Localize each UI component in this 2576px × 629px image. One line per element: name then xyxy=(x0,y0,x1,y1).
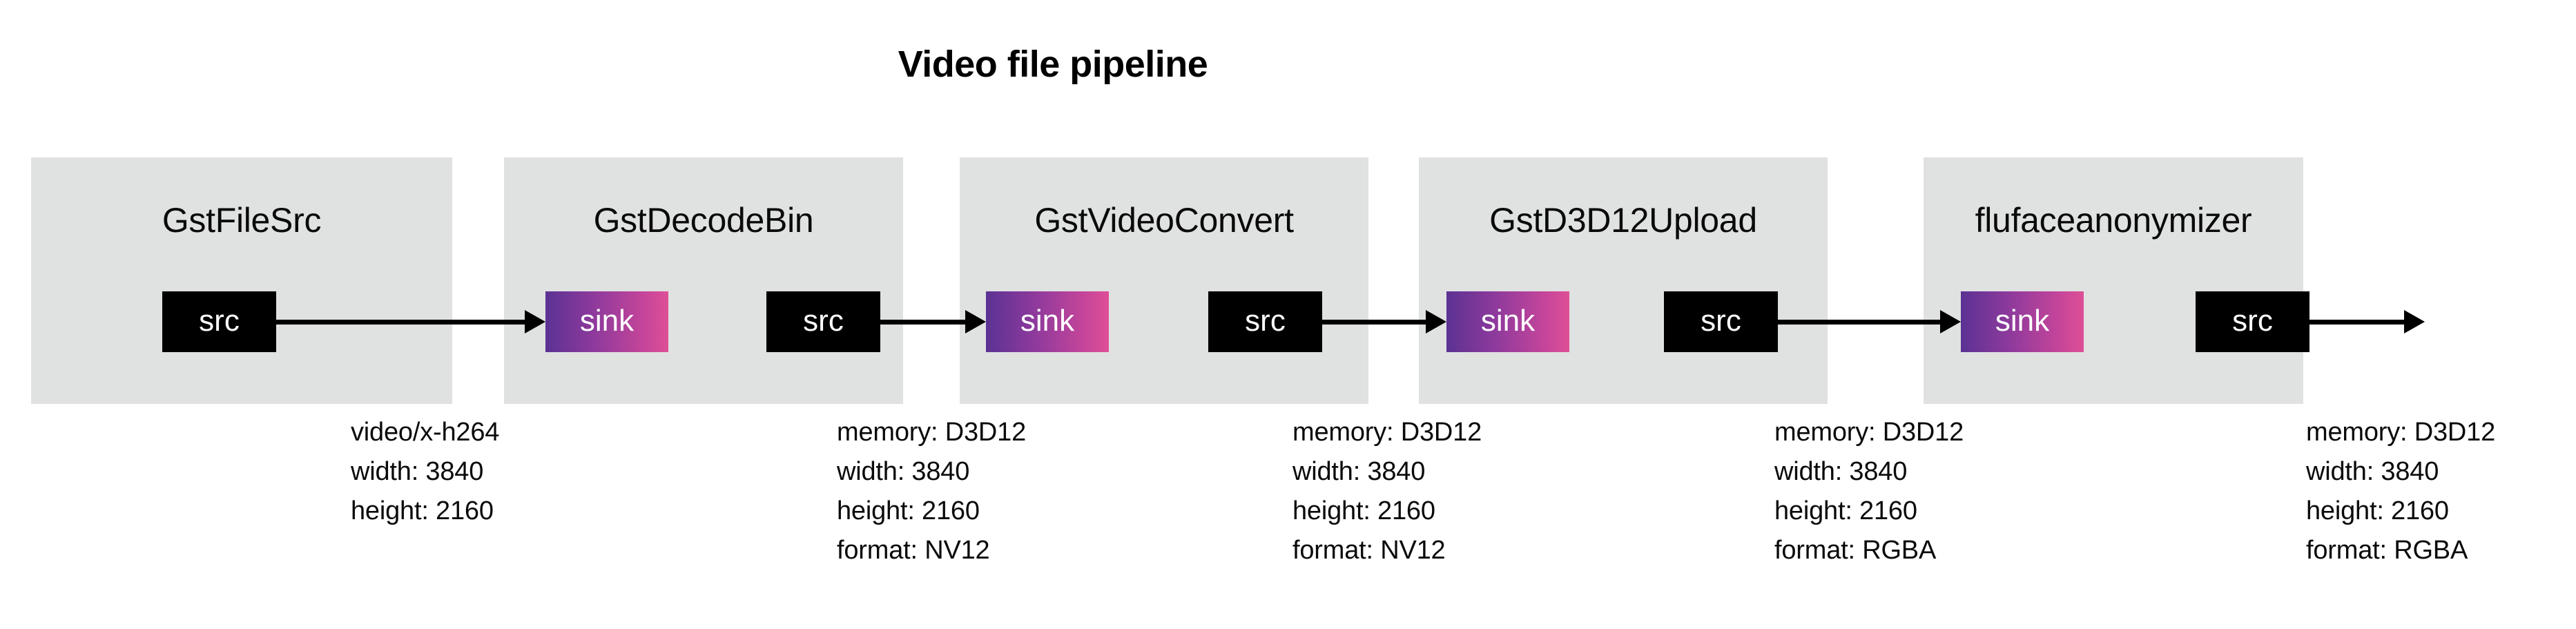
arrow-head-icon xyxy=(2404,310,2425,333)
src-pad[interactable]: src xyxy=(1208,291,1322,352)
caps-line: height: 2160 xyxy=(837,496,980,525)
page-title: Video file pipeline xyxy=(898,43,1208,85)
caps-line: width: 3840 xyxy=(1292,457,1426,486)
caps-line: format: NV12 xyxy=(837,536,990,565)
arrow-head-icon xyxy=(965,310,986,333)
caps-line: width: 3840 xyxy=(837,457,970,486)
sink-pad-label: sink xyxy=(579,304,635,338)
caps-line: memory: D3D12 xyxy=(2306,418,2496,447)
caps-caption-2: memory: D3D12 width: 3840 height: 2160 form… xyxy=(837,413,1026,570)
src-pad[interactable]: src xyxy=(2196,291,2309,352)
caps-line: video/x-h264 xyxy=(351,418,500,447)
caps-line: format: RGBA xyxy=(1774,536,1937,565)
sink-pad-label: sink xyxy=(1020,304,1075,338)
arrow-shaft xyxy=(2309,320,2407,325)
caps-line: memory: D3D12 xyxy=(837,418,1027,447)
element-box-gstd3d12upload[interactable]: GstD3D12Upload xyxy=(1419,157,1828,404)
element-title: GstDecodeBin xyxy=(593,201,814,240)
caps-line: memory: D3D12 xyxy=(1292,418,1482,447)
caps-line: height: 2160 xyxy=(351,496,494,525)
element-title: GstFileSrc xyxy=(162,201,322,240)
arrow-head-icon xyxy=(525,310,545,333)
sink-pad[interactable]: sink xyxy=(986,291,1109,352)
link-arrow-1 xyxy=(276,310,545,333)
caps-line: height: 2160 xyxy=(1774,496,1917,525)
src-pad-label: src xyxy=(199,304,240,338)
arrow-shaft xyxy=(880,320,968,325)
element-box-gstvideoconvert[interactable]: GstVideoConvert xyxy=(960,157,1368,404)
link-arrow-4 xyxy=(1778,310,1961,333)
arrow-head-icon xyxy=(1940,310,1961,333)
src-pad[interactable]: src xyxy=(1664,291,1778,352)
caps-line: height: 2160 xyxy=(2306,496,2449,525)
caps-line: format: RGBA xyxy=(2306,536,2468,565)
caps-line: height: 2160 xyxy=(1292,496,1435,525)
caps-line: width: 3840 xyxy=(1774,457,1908,486)
element-box-flufaceanonymizer[interactable]: flufaceanonymizer xyxy=(1924,157,2303,404)
sink-pad-label: sink xyxy=(1480,304,1536,338)
src-pad-label: src xyxy=(1245,304,1286,338)
element-box-gstfilesrc[interactable]: GstFileSrc xyxy=(31,157,452,404)
link-arrow-5 xyxy=(2309,310,2425,333)
caps-caption-3: memory: D3D12 width: 3840 height: 2160 form… xyxy=(1292,413,1482,570)
src-pad-label: src xyxy=(2232,304,2273,338)
arrow-head-icon xyxy=(1426,310,1446,333)
sink-pad[interactable]: sink xyxy=(1961,291,2084,352)
element-box-gstdecodebin[interactable]: GstDecodeBin xyxy=(504,157,903,404)
element-title: GstVideoConvert xyxy=(1034,201,1294,240)
src-pad-label: src xyxy=(1701,304,1741,338)
link-arrow-3 xyxy=(1322,310,1446,333)
link-arrow-2 xyxy=(880,310,986,333)
sink-pad-label: sink xyxy=(1995,304,2050,338)
arrow-shaft xyxy=(1322,320,1429,325)
arrow-shaft xyxy=(1778,320,1943,325)
caps-line: format: NV12 xyxy=(1292,536,1446,565)
src-pad-label: src xyxy=(803,304,844,338)
caps-caption-1: video/x-h264 width: 3840 height: 2160 xyxy=(351,413,499,531)
sink-pad[interactable]: sink xyxy=(1446,291,1569,352)
caps-line: width: 3840 xyxy=(351,457,484,486)
caps-caption-4: memory: D3D12 width: 3840 height: 2160 form… xyxy=(1774,413,1964,570)
sink-pad[interactable]: sink xyxy=(545,291,668,352)
caps-line: memory: D3D12 xyxy=(1774,418,1964,447)
src-pad[interactable]: src xyxy=(162,291,276,352)
caps-line: width: 3840 xyxy=(2306,457,2439,486)
element-title: GstD3D12Upload xyxy=(1489,201,1757,240)
arrow-shaft xyxy=(276,320,527,325)
element-title: flufaceanonymizer xyxy=(1975,201,2252,240)
src-pad[interactable]: src xyxy=(766,291,880,352)
caps-caption-5: memory: D3D12 width: 3840 height: 2160 form… xyxy=(2306,413,2495,570)
